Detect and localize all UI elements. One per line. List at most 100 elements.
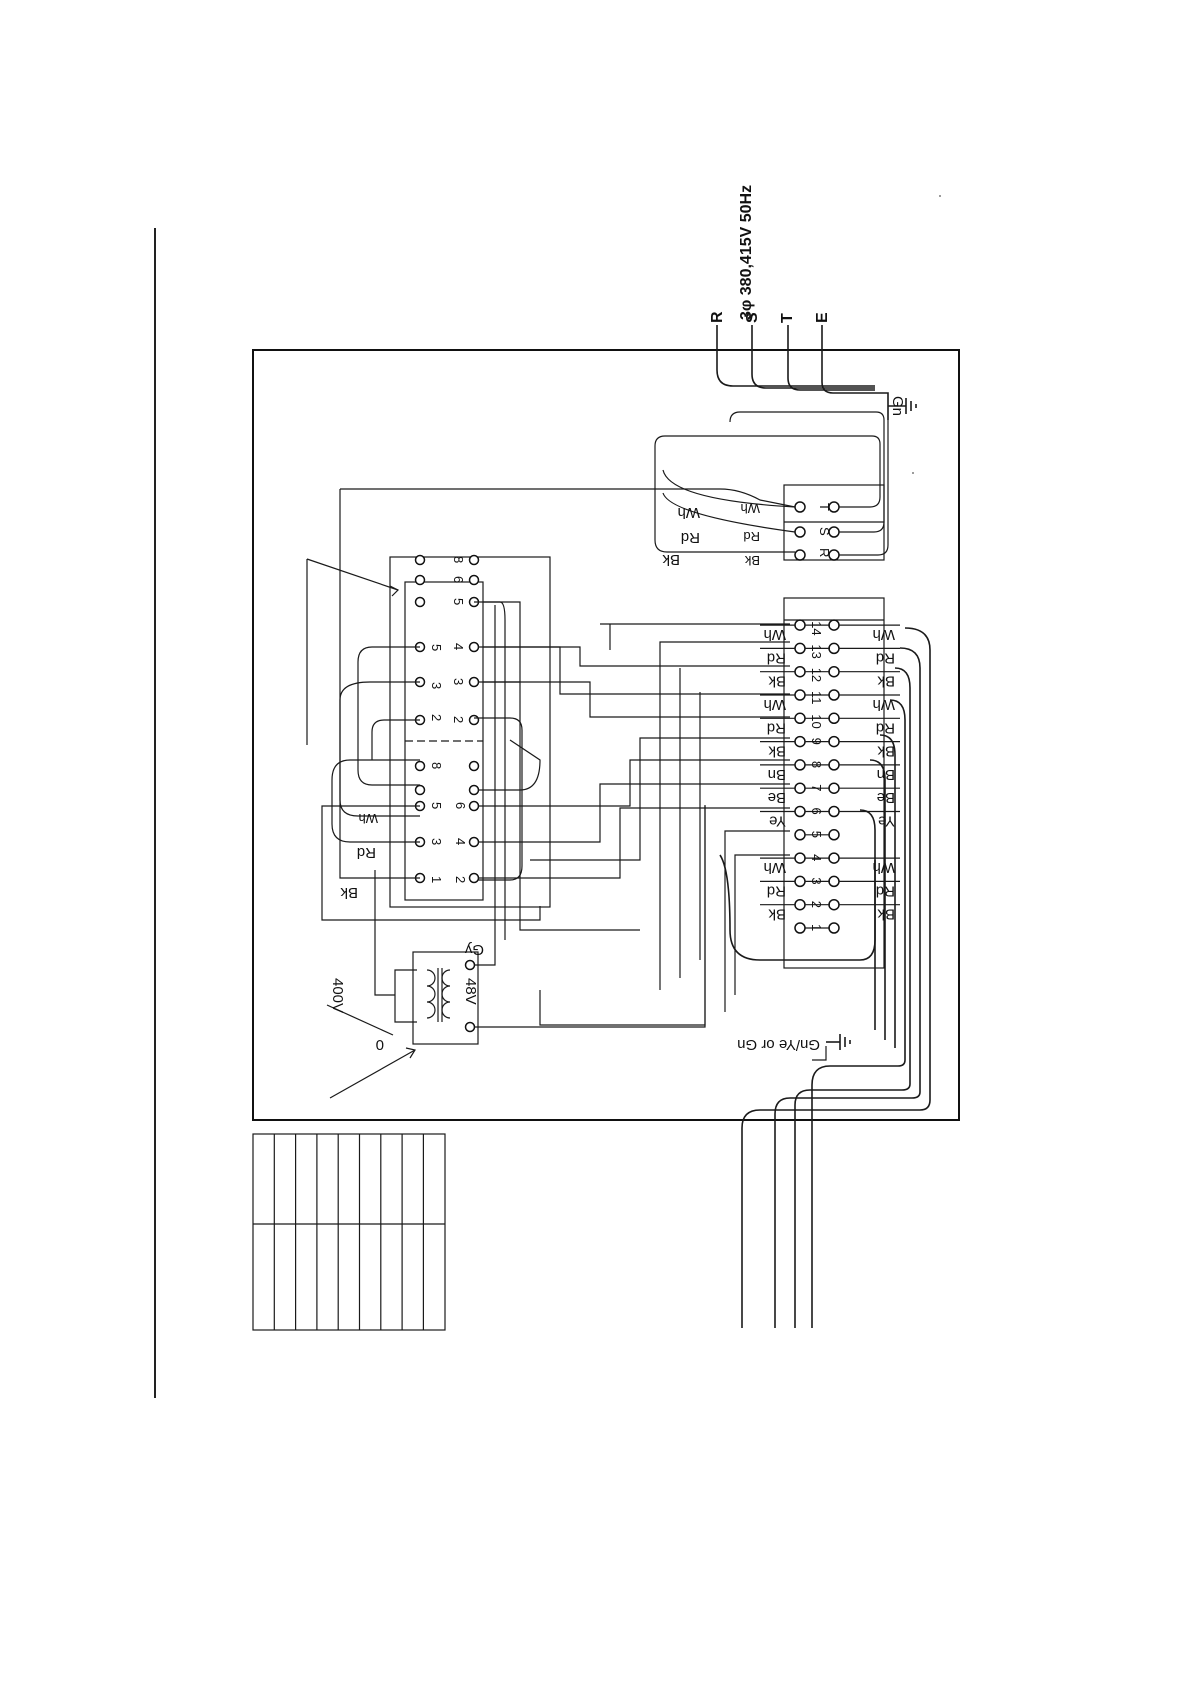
switch-wire-label-rd: Rd [357,844,376,861]
output-earth-icon [826,1034,850,1050]
strip-terminal-label: 13 [809,644,824,658]
output-cables: Gn/Ye or Gn [720,628,930,1328]
switch-lower-terminal-3 [416,838,479,847]
strip-terminal-2: 2Bk Bk [760,900,900,923]
switch-lower-section-label: 1 [429,876,444,883]
switch-upper-terminal-3: 3 [416,678,479,687]
supply-line-t: T [779,313,875,390]
strip-terminal-label: 14 [809,621,824,635]
switch-lower-section-label: 2 [453,876,468,883]
strip-right-color-label: Wh [873,859,896,876]
strip-right-color-label: Bk [877,743,895,760]
strip-left-color-label: Bk [768,906,786,923]
switch-upper-section-label: 5 [429,644,444,651]
switch-wire-label-wh: Wh [359,811,379,826]
strip-terminal-label: 10 [809,714,824,728]
strip-terminal-9: 9Bk Bk [760,737,900,760]
strip-left-color-label: Bk [768,743,786,760]
strip-terminal-7: 7BeBe [760,783,900,806]
switch-lower-terminal-5 [416,786,479,795]
strip-left-color-label: Bn [768,766,786,783]
strip-right-color-label: Wh [873,626,896,643]
input-terminal-t-label: T [817,503,832,511]
input-wire-label-bk-outer: Bk [662,551,680,568]
strip-left-color-label: Rd [767,719,786,736]
strip-left-color-label: Wh [764,626,787,643]
switch-lower-section-label: 6 [453,802,468,809]
strip-terminal-4: 4Wh Wh [760,853,900,876]
strip-terminal-label: 11 [809,691,824,705]
switch-upper-terminal-label: 5 [451,598,466,605]
strip-right-color-label: Wh [873,696,896,713]
switch-upper-section-label: 3 [429,682,444,689]
strip-left-color-label: Bk [768,673,786,690]
transformer: 400V 0 48V Gy [329,605,705,1053]
strip-left-color-label: Ye [769,813,786,830]
output-earth-label: Gn/Ye or Gn [737,1036,820,1053]
strip-terminal-label: 9 [809,738,824,745]
switch-upper-terminal-label: 6 [451,576,466,583]
strip-right-color-label: Rd [876,649,895,666]
strip-terminal-6: 6YeYe [760,807,900,830]
strip-right-color-label: Bn [877,766,895,783]
scan-mark [939,195,941,197]
supply-line-r-label: R [709,311,726,323]
input-wire-label-wh-outer: Wh [678,504,701,521]
input-terminal-s-label: S [817,527,832,536]
strip-left-color-label: Wh [764,859,787,876]
strip-left-color-label: Rd [767,882,786,899]
transformer-secondary-label: 48V [462,978,479,1005]
switch-upper-terminal-4: 4 [416,643,479,652]
input-terminal-t: T [795,502,839,512]
scan-mark [912,472,914,474]
strip-terminal-label: 4 [809,854,824,861]
legend-table [253,1134,445,1330]
switch-upper-terminal-label: 3 [451,678,466,685]
strip-left-color-label: Be [768,789,786,806]
strip-left-color-label: Wh [764,696,787,713]
switch-upper-terminal-label: 8 [451,556,466,563]
switch-upper-terminal-label: 4 [451,643,466,650]
strip-right-color-label: Rd [876,719,895,736]
switch-upper-terminal-6: 6 [416,576,479,585]
switch-upper-terminal-label: 2 [451,716,466,723]
input-terminal-r: R [795,548,839,560]
strip-terminal-label: 1 [809,924,824,931]
transformer-zero-label: 0 [376,1036,384,1053]
supply-line-e: E [814,312,888,420]
supply-line-e-label: E [814,312,831,323]
switch-lower-section-label: 5 [429,802,444,809]
switch-upper-terminal-5: 5 [416,598,479,607]
transformer-primary-label: 400V [329,978,346,1013]
supply-line-s-label: S [744,312,761,323]
enclosure-frame [253,350,959,1120]
strip-right-color-label: Bk [877,906,895,923]
strip-terminal-1: 1 [795,923,839,933]
strip-terminal-label: 7 [809,784,824,791]
switch-lower-section-label: 8 [429,762,444,769]
transformer-gy-label: Gy [464,941,484,958]
switch-lower-terminal-4 [416,802,479,811]
input-wire-label-rd-outer: Rd [681,529,700,546]
strip-terminal-label: 2 [809,901,824,908]
switch-lower-terminal-2 [416,874,479,883]
strip-terminal-label: 12 [809,668,824,682]
input-terminal-s: S [795,527,839,537]
strip-terminal-12: 12BkBk [760,667,900,690]
switch-lower-section: 1234568 [416,762,479,884]
input-wire-label-rd-inner: Rd [743,529,760,544]
input-wire-label-wh-inner: Wh [741,501,761,516]
strip-terminal-label: 5 [809,831,824,838]
supply-lines: R S T E Gn [709,311,916,420]
switch-upper-terminal-2: 2 [416,716,479,725]
strip-terminal-label: 6 [809,808,824,815]
supply-earth-label: Gn [889,396,906,416]
supply-line-t-label: T [779,313,796,323]
supply-voltage-label: 3φ 380,415V 50Hz [738,185,755,320]
input-wire-label-bk-inner: Bk [744,553,760,568]
